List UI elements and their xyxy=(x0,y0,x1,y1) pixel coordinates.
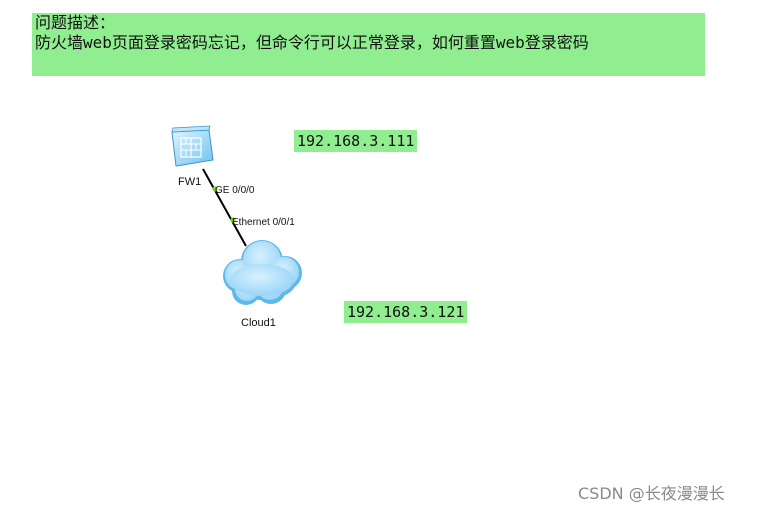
cloud-ip-label: 192.168.3.121 xyxy=(344,301,468,323)
fw-ip-label: 192.168.3.111 xyxy=(294,130,418,152)
fw-port-label: GE 0/0/0 xyxy=(215,185,255,196)
firewall-icon[interactable] xyxy=(171,125,214,167)
link-cable[interactable] xyxy=(202,168,247,247)
cloud-port-indicator xyxy=(230,217,236,223)
cloud-icon[interactable] xyxy=(223,240,302,305)
fw-device-label: FW1 xyxy=(178,176,201,188)
problem-description-box: 问题描述： 防火墙web页面登录密码忘记，但命令行可以正常登录，如何重置web登… xyxy=(32,13,705,76)
fw-port-indicator xyxy=(212,186,218,192)
description-title: 问题描述： xyxy=(35,13,116,32)
cloud-device-label: Cloud1 xyxy=(241,317,276,329)
cloud-port-label: Ethernet 0/0/1 xyxy=(232,217,295,228)
description-text: 防火墙web页面登录密码忘记，但命令行可以正常登录，如何重置web登录密码 xyxy=(35,33,589,52)
csdn-watermark: CSDN @长夜漫漫长 xyxy=(578,484,725,503)
